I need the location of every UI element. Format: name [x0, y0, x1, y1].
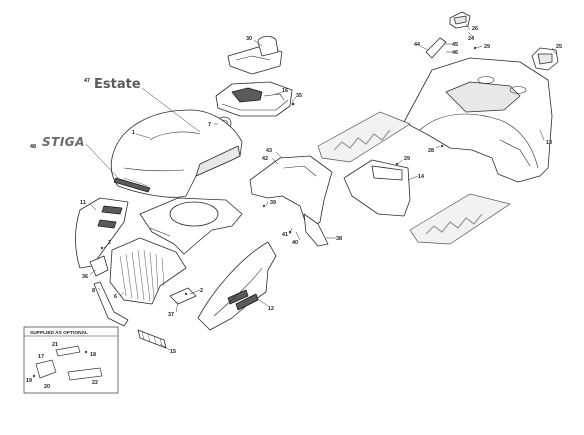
- part-37-clip: [169, 287, 197, 305]
- optional-parts-box: SUPPLIED AS OPTIONAL 21 17 18 19 20 22: [23, 326, 119, 394]
- callout-41: 41: [282, 232, 288, 238]
- callout-12: 12: [268, 306, 274, 312]
- callout-25: 25: [556, 44, 562, 50]
- part-13-rear-fender: [403, 57, 553, 183]
- stiga-logo: STIGA: [42, 135, 121, 181]
- estate-logo: Estate: [94, 77, 201, 133]
- part-frame-center: [139, 197, 243, 255]
- callout-21: 21: [52, 342, 58, 348]
- callout-18: 18: [90, 352, 96, 358]
- callout-45: 45: [452, 42, 458, 48]
- optional-part-21: [55, 345, 81, 357]
- callout-24: 24: [468, 36, 474, 42]
- part-1-hood: [110, 109, 243, 198]
- estate-logo-text: Estate: [94, 77, 141, 92]
- callout-46: 46: [452, 50, 458, 56]
- callout-15: 15: [170, 349, 176, 355]
- callout-16: 16: [282, 88, 288, 94]
- callout-1: 1: [132, 130, 135, 136]
- optional-box-title: SUPPLIED AS OPTIONAL: [30, 330, 88, 336]
- stiga-logo-text: STIGA: [42, 135, 85, 149]
- callout-28: 28: [428, 148, 434, 154]
- part-15-lamp: [137, 329, 167, 349]
- callout-14: 14: [418, 174, 424, 180]
- part-6-front-grille: [109, 237, 187, 305]
- callout-11: 11: [80, 200, 86, 206]
- part-16-dashboard: [215, 81, 293, 117]
- callout-13: 13: [546, 140, 552, 146]
- callout-numbers: 47 48 1 7 16 35 30 11 2 36 8 6 37 2 15 1…: [30, 26, 562, 355]
- callout-26: 26: [472, 26, 478, 32]
- optional-part-17: [35, 359, 57, 379]
- callout-48: 48: [30, 144, 36, 150]
- callout-39: 39: [270, 200, 276, 206]
- callout-19: 19: [26, 378, 32, 384]
- screws: [100, 46, 477, 296]
- part-44-trim: [425, 37, 447, 59]
- callout-2b: 2: [200, 288, 203, 294]
- callout-2a: 2: [108, 240, 111, 246]
- callout-47: 47: [84, 78, 90, 84]
- callout-35: 35: [296, 93, 302, 99]
- callout-36: 36: [82, 274, 88, 280]
- foot-mat-left: [317, 111, 411, 163]
- callout-17: 17: [38, 354, 44, 360]
- callout-44: 44: [414, 42, 420, 48]
- callout-6: 6: [114, 294, 117, 300]
- part-43-support: [249, 155, 333, 247]
- callout-40: 40: [292, 240, 298, 246]
- callout-29a: 29: [404, 156, 410, 162]
- part-25-seat: [531, 47, 559, 71]
- callout-20: 20: [44, 384, 50, 390]
- callout-38: 38: [336, 236, 342, 242]
- callout-7: 7: [208, 122, 211, 128]
- part-11-left-panel: [75, 197, 129, 269]
- callout-22: 22: [92, 380, 98, 386]
- callout-43: 43: [266, 148, 272, 154]
- part-30-seat-cover: [227, 36, 283, 75]
- part-24-cap: [449, 11, 471, 29]
- part-8-strip: [93, 281, 129, 327]
- callout-29b: 29: [484, 44, 490, 50]
- callout-8: 8: [92, 288, 95, 294]
- callout-37: 37: [168, 312, 174, 318]
- foot-mat-right: [409, 193, 511, 245]
- optional-part-22: [67, 367, 103, 381]
- callout-30: 30: [246, 36, 252, 42]
- callout-42: 42: [262, 156, 268, 162]
- part-14-battery-box: [343, 159, 411, 217]
- part-12-right-panel: [197, 241, 277, 331]
- leader-lines: [89, 23, 557, 351]
